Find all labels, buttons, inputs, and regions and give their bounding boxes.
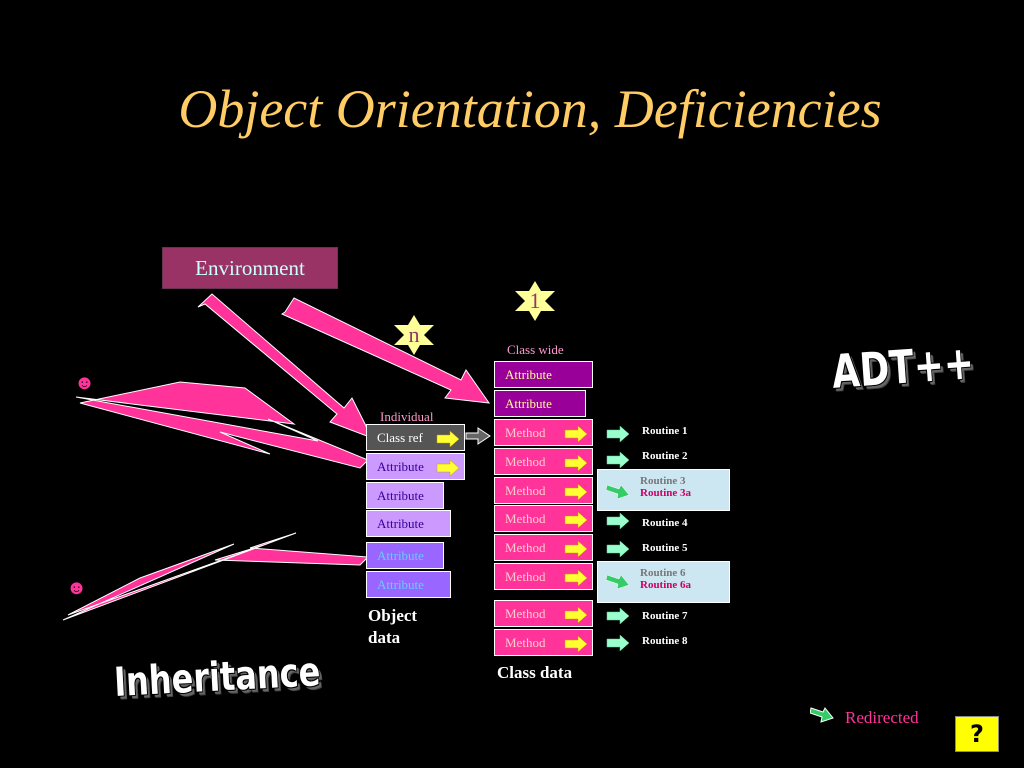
method-label: Method bbox=[505, 569, 546, 584]
method-label: Method bbox=[505, 425, 546, 440]
object-attribute: Attribute bbox=[366, 571, 451, 598]
yellow-arrow-icon bbox=[436, 460, 460, 476]
routine-label: Routine 2 bbox=[642, 450, 688, 462]
yellow-arrow-icon bbox=[564, 570, 588, 586]
method-box: Method bbox=[494, 629, 593, 656]
object-data-caption: Object data bbox=[368, 606, 418, 647]
environment-box: Environment bbox=[162, 247, 338, 289]
routine-arrow-icon bbox=[606, 607, 630, 625]
class-attribute: Attribute bbox=[494, 390, 586, 417]
class-wide-label: Class wide bbox=[507, 342, 564, 357]
yellow-arrow-icon bbox=[564, 541, 588, 557]
method-box: Method bbox=[494, 477, 593, 504]
class-attribute-label: Attribute bbox=[505, 367, 552, 382]
adt-label: ADT++ bbox=[830, 335, 976, 399]
routine-arrow-icon bbox=[606, 634, 630, 652]
yellow-arrow-icon bbox=[564, 512, 588, 528]
method-label: Method bbox=[505, 454, 546, 469]
yellow-arrow-icon bbox=[564, 455, 588, 471]
replacement-routine-label: Routine 3a bbox=[640, 487, 692, 499]
individual-label: Individual bbox=[380, 409, 434, 424]
object-item-label: Attribute bbox=[377, 488, 424, 503]
routine-arrow-icon bbox=[606, 512, 630, 530]
object-attribute: Attribute bbox=[366, 510, 451, 537]
redirected-arrow-icon bbox=[606, 484, 630, 500]
object-class-ref: Class ref bbox=[366, 424, 465, 451]
badge-one-label: 1 bbox=[529, 288, 541, 313]
yellow-arrow-icon bbox=[564, 426, 588, 442]
slide-title: Object Orientation, Deficiencies bbox=[178, 79, 882, 139]
environment-arrow-right bbox=[280, 297, 491, 404]
smiley-icon: ☻ bbox=[74, 372, 96, 394]
badge-n-label: n bbox=[408, 322, 420, 347]
routine-label: Routine 4 bbox=[642, 517, 688, 529]
routine-arrow-icon bbox=[606, 540, 630, 558]
method-label: Method bbox=[505, 540, 546, 555]
classref-link-arrow bbox=[465, 427, 491, 445]
routine-label: Routine 8 bbox=[642, 635, 688, 647]
object-attribute: Attribute bbox=[366, 482, 444, 509]
yellow-arrow-icon bbox=[436, 431, 460, 447]
replacement-routine-label: Routine 6a bbox=[640, 579, 692, 591]
method-box: Method bbox=[494, 448, 593, 475]
help-button[interactable]: ? bbox=[955, 716, 999, 752]
object-attribute: Attribute bbox=[366, 542, 444, 569]
object-item-label: Attribute bbox=[377, 516, 424, 531]
routine-label: Routine 5 bbox=[642, 542, 688, 554]
lightning-bolt-upper bbox=[75, 381, 369, 469]
routine-label: Routine 6 bbox=[640, 567, 686, 579]
routine-label: Routine 1 bbox=[642, 425, 688, 437]
method-label: Method bbox=[505, 483, 546, 498]
redirected-arrow-icon bbox=[810, 707, 834, 723]
method-label: Method bbox=[505, 511, 546, 526]
object-item-label: Attribute bbox=[377, 459, 424, 474]
method-box: Method bbox=[494, 563, 593, 590]
method-box: Method bbox=[494, 534, 593, 561]
lightning-bolt-lower bbox=[62, 532, 370, 621]
method-box: Method bbox=[494, 505, 593, 532]
redirected-arrow-icon bbox=[606, 574, 630, 590]
object-item-label: Class ref bbox=[377, 430, 423, 445]
routine-arrow-icon bbox=[606, 425, 630, 443]
object-item-label: Attribute bbox=[377, 548, 424, 563]
smiley-icon: ☻ bbox=[66, 577, 88, 599]
routine-label: Routine 7 bbox=[642, 610, 688, 622]
badge-n: n bbox=[394, 315, 434, 355]
yellow-arrow-icon bbox=[564, 607, 588, 623]
method-box: Method bbox=[494, 600, 593, 627]
badge-one: 1 bbox=[515, 281, 555, 321]
yellow-arrow-icon bbox=[564, 636, 588, 652]
class-data-caption: Class data bbox=[497, 663, 573, 682]
method-box: Method bbox=[494, 419, 593, 446]
object-attribute: Attribute bbox=[366, 453, 465, 480]
class-attribute: Attribute bbox=[494, 361, 593, 388]
object-item-label: Attribute bbox=[377, 577, 424, 592]
redirected-legend-label: Redirected bbox=[845, 708, 919, 727]
yellow-arrow-icon bbox=[564, 484, 588, 500]
routine-label: Routine 3 bbox=[640, 475, 686, 487]
method-label: Method bbox=[505, 635, 546, 650]
class-attribute-label: Attribute bbox=[505, 396, 552, 411]
method-label: Method bbox=[505, 606, 546, 621]
redirected-routine-box: Routine 3 Routine 3a bbox=[597, 469, 730, 511]
routine-arrow-icon bbox=[606, 451, 630, 469]
